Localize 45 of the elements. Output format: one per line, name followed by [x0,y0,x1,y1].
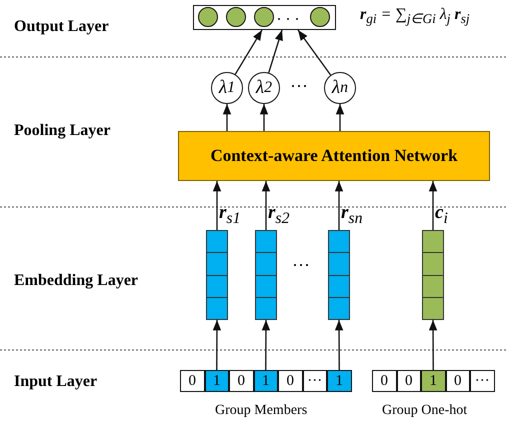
vector-cell: 0 [229,370,254,392]
arrow [260,104,268,131]
vector-cell: 0 [396,370,421,392]
vector-cell: 1 [254,370,278,392]
vector-cell: 0 [372,370,396,392]
vector-symbol: r$_{sn}$ [341,202,362,228]
embedding-vector [328,230,350,320]
vector-cell: 0 [446,370,470,392]
vector-symbol: r$_{s1}$ [219,202,240,228]
arrow [262,320,270,370]
output-vector [193,5,336,30]
vector-symbol: c$_{i}$ [435,202,448,228]
attention-network-box: Context-aware Attention Network [178,131,490,181]
arrow [222,104,232,131]
layer-label: Output Layer [14,18,109,36]
vector-cell: ··· [470,370,494,392]
ellipsis: ··· [292,255,310,276]
arrow [212,181,222,230]
arrow [428,181,438,230]
arrow [428,320,438,370]
embedding-vector [422,230,444,320]
vector-cell: 1 [327,370,352,392]
vector-symbol: r$_{s2}$ [268,202,290,228]
arrow [234,30,263,75]
layer-label: Input Layer [14,373,98,391]
arrow [334,181,344,230]
layer-label: Pooling Layer [14,122,110,140]
caption-text: Group One-hot [382,403,468,419]
vector-cell: 1 [421,370,446,392]
vector-cell: 1 [204,370,229,392]
formula: r$_{gi}$ = ∑$_{j∈Gi}$ λ$_{j}$ r$_{sj}$ [360,6,470,28]
arrow [334,320,344,370]
vector-cell: ··· [302,370,327,392]
arrow [212,320,222,370]
arrow [262,181,270,230]
vector-cell: 0 [180,370,204,392]
embedding-vector [255,230,277,320]
vector-cell: 0 [278,370,302,392]
embedding-vector [206,230,228,320]
caption-text: Group Members [215,403,308,419]
ellipsis: ··· [290,76,308,97]
arrow [336,104,344,131]
arrow [268,30,283,73]
layer-label: Embedding Layer [14,272,138,290]
arrow [297,30,332,76]
